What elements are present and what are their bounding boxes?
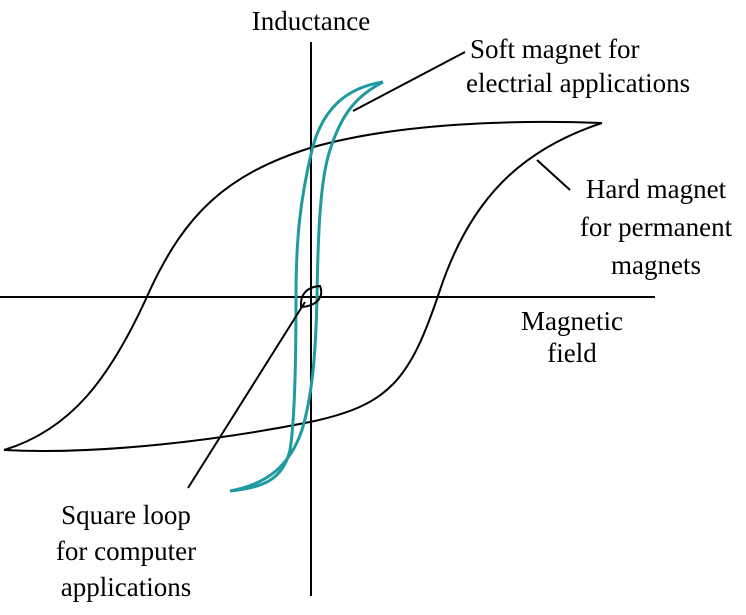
- square-loop: [299, 284, 323, 309]
- soft-magnet-label-line-2: electrial applications: [466, 68, 690, 98]
- hard-magnet-label-line-1: Hard magnet: [586, 174, 727, 204]
- square-loop-label-line-3: applications: [61, 572, 191, 602]
- soft-magnet-loop-lower-branch: [229, 80, 384, 493]
- soft-magnet-loop-upper-branch: [229, 80, 384, 493]
- soft-magnet-label-line-1: Soft magnet for: [470, 34, 639, 64]
- y-axis-label: Inductance: [252, 6, 370, 36]
- hard-magnet-leader: [536, 159, 571, 191]
- hard-magnet-loop-lower-branch: [3, 122, 603, 452]
- hard-magnet-label-line-3: magnets: [611, 250, 701, 280]
- x-axis-label-line-2: field: [547, 338, 597, 368]
- hard-magnet-label-line-2: for permanent: [580, 212, 733, 242]
- hard-magnet-loop-upper-branch: [3, 120, 603, 451]
- square-loop-label-line-2: for computer: [56, 536, 196, 566]
- square-loop-leader: [187, 301, 306, 489]
- square-loop-label-line-1: Square loop: [61, 500, 191, 530]
- soft-magnet-leader: [352, 51, 466, 112]
- x-axis-label-line-1: Magnetic: [521, 306, 623, 336]
